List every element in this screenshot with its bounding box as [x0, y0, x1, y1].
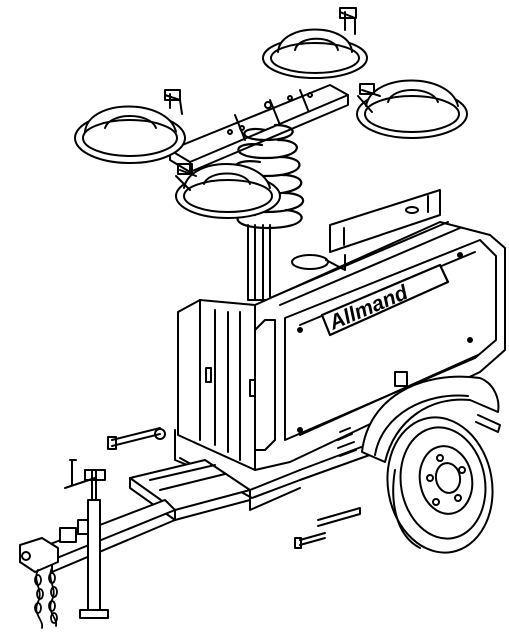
wheel — [386, 416, 494, 554]
outrigger-jacks — [107, 414, 501, 549]
drawbar — [19, 499, 176, 573]
trailer-frame — [174, 429, 381, 511]
lamp-head-left — [74, 89, 186, 164]
lamp-head-top-center — [262, 7, 368, 79]
tongue-jack — [64, 459, 109, 619]
mast — [247, 224, 271, 301]
brand-plate: Allmand — [320, 263, 450, 337]
step-platform — [129, 459, 251, 521]
lamp-head-right — [356, 79, 468, 139]
safety-chains — [34, 567, 58, 629]
light-crossbar — [169, 84, 349, 173]
fender — [361, 375, 500, 463]
lamp-head-front — [175, 163, 281, 219]
